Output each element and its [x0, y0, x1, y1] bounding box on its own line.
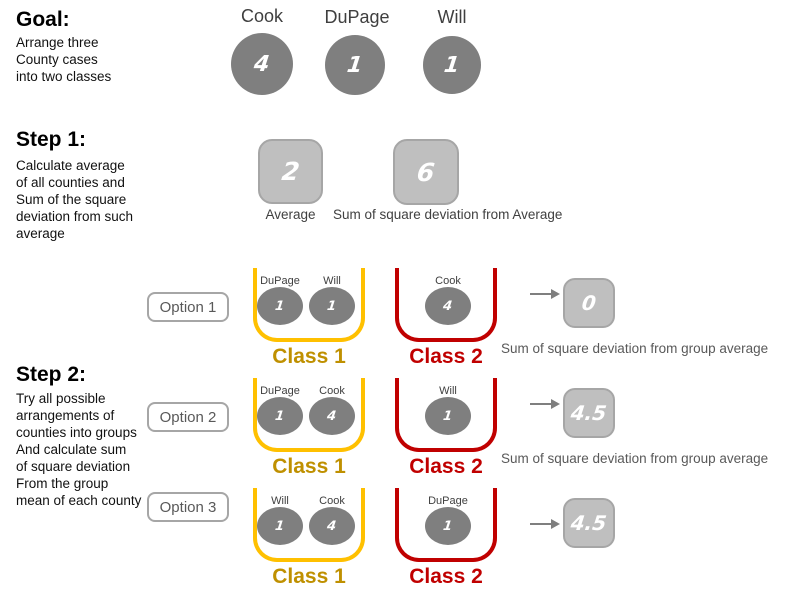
county-node: 1: [257, 507, 303, 545]
county-value: 1: [326, 298, 338, 314]
county-node: 4: [309, 507, 355, 545]
county-value: 4: [326, 408, 338, 424]
sum-sq-dev-label: Sum of square deviation from Average: [333, 207, 563, 222]
result-value: 4.5: [569, 401, 609, 425]
class2-label: Class 2: [409, 345, 483, 368]
average-box: 2: [258, 139, 323, 204]
result-value: 0: [580, 291, 598, 315]
class2-bracket: [395, 268, 497, 342]
step2-text: Try all possible arrangements of countie…: [16, 391, 142, 508]
average-value: 2: [280, 157, 301, 186]
county-label: Will: [323, 275, 341, 287]
county-value-dupage: 1: [345, 52, 365, 78]
class1-bracket: [253, 378, 365, 452]
goal-text: Arrange three County cases into two clas…: [16, 35, 112, 84]
sum-sq-dev-box: 6: [393, 139, 459, 205]
county-label-dupage: DuPage: [324, 7, 390, 27]
result-box: 4.5: [563, 388, 615, 438]
class2-bracket: [395, 378, 497, 452]
county-label: Cook: [435, 275, 461, 287]
option-row-3: Option 3 Will 1 Cook 4 DuPage 1 Class 1 …: [0, 488, 789, 597]
arrow-right-icon: [530, 288, 560, 300]
class1-label: Class 1: [272, 565, 346, 588]
county-label: DuPage: [260, 275, 300, 287]
result-box: 0: [563, 278, 615, 328]
county-node: 1: [425, 397, 471, 435]
county-node: 1: [257, 397, 303, 435]
county-label: Will: [439, 385, 457, 397]
option-3-badge: Option 3: [147, 492, 229, 522]
county-node: 4: [309, 397, 355, 435]
class1-label: Class 1: [272, 455, 346, 478]
class1-bracket: [253, 488, 365, 562]
county-label: DuPage: [260, 385, 300, 397]
arrow-right-icon: [530, 398, 560, 410]
county-value: 1: [442, 518, 454, 534]
county-node: 1: [257, 287, 303, 325]
county-value: 1: [274, 518, 286, 534]
county-node-will: 1: [423, 36, 481, 94]
county-node: 1: [425, 507, 471, 545]
county-node-dupage: 1: [325, 35, 385, 95]
step1-heading: Step 1:: [16, 128, 87, 151]
sum-sq-dev-value: 6: [415, 157, 437, 187]
county-value: 1: [274, 298, 286, 314]
class2-bracket: [395, 488, 497, 562]
result-caption: Sum of square deviation from group avera…: [501, 451, 769, 466]
county-value: 4: [326, 518, 338, 534]
county-label: Cook: [319, 495, 345, 507]
county-value-cook: 4: [252, 51, 272, 77]
county-label-will: Will: [437, 7, 467, 27]
county-value: 1: [442, 408, 454, 424]
county-label: Cook: [319, 385, 345, 397]
arrow-right-icon: [530, 518, 560, 530]
county-value: 4: [442, 298, 454, 314]
goal-heading: Goal:: [16, 8, 70, 31]
county-label-cook: Cook: [240, 6, 284, 26]
county-node: 1: [309, 287, 355, 325]
county-value: 1: [274, 408, 286, 424]
county-label: DuPage: [428, 495, 468, 507]
county-node: 4: [425, 287, 471, 325]
option-2-badge: Option 2: [147, 402, 229, 432]
county-value-will: 1: [442, 52, 462, 78]
average-label: Average: [265, 207, 316, 222]
class2-label: Class 2: [409, 455, 483, 478]
county-node-cook: 4: [231, 33, 293, 95]
county-label: Will: [271, 495, 289, 507]
result-box: 4.5: [563, 498, 615, 548]
class2-label: Class 2: [409, 565, 483, 588]
option-row-2: Option 2 DuPage 1 Cook 4 Will 1 Class 1 …: [0, 378, 789, 488]
step1-text: Calculate average of all counties and Su…: [16, 158, 134, 241]
option-row-1: Option 1 DuPage 1 Will 1 Cook 4 Class 1 …: [0, 268, 789, 378]
option-1-badge: Option 1: [147, 292, 229, 322]
class1-label: Class 1: [272, 345, 346, 368]
result-caption: Sum of square deviation from group avera…: [501, 341, 769, 356]
class1-bracket: [253, 268, 365, 342]
result-value: 4.5: [569, 511, 609, 535]
step2-heading: Step 2:: [16, 363, 87, 386]
